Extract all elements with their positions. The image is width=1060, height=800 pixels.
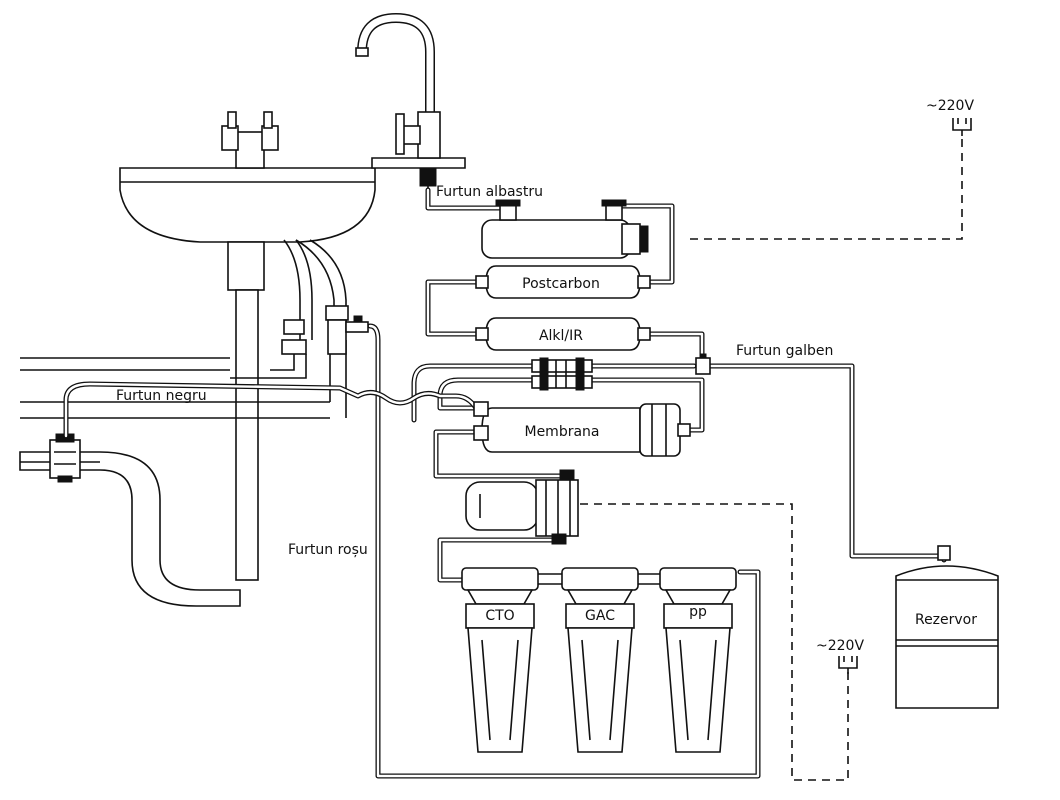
prefilter-pp: pp <box>659 567 737 753</box>
tubing <box>63 187 947 779</box>
plug-icon <box>952 118 972 136</box>
prefilter-cto: CTO <box>461 567 539 753</box>
postcarbon-label: Postcarbon <box>522 276 600 292</box>
mixer-faucet <box>219 24 279 169</box>
cto-label: CTO <box>485 608 514 624</box>
hose-yellow-label: Furtun galben <box>736 343 833 359</box>
drain-pipe <box>19 239 347 607</box>
alkl-ir-label: Alkl/IR <box>539 328 583 344</box>
power-label-bottom: ~220V <box>816 638 864 654</box>
gac-label: GAC <box>585 608 615 624</box>
hose-blue-label: Furtun albastru <box>436 184 543 200</box>
ro-faucet <box>355 12 466 208</box>
hose-red-label: Furtun roșu <box>288 542 368 558</box>
prefilter-connectors <box>538 573 660 585</box>
alkl-ir-filter: Alkl/IR <box>475 317 651 351</box>
membrane-housing: Membrana <box>473 401 691 457</box>
storage-tank: Rezervor <box>895 545 999 709</box>
pump-power-line <box>580 503 849 781</box>
postcarbon-filter: Postcarbon <box>475 265 651 299</box>
check-valve <box>531 357 593 391</box>
sink <box>119 167 376 243</box>
hose-black-label: Furtun negru <box>116 388 207 404</box>
tee-fitting <box>695 353 711 375</box>
uv-power-line <box>690 136 963 240</box>
power-label-top: ~220V <box>926 98 974 114</box>
plug-icon <box>838 656 858 674</box>
feed-valve <box>325 305 369 355</box>
booster-pump <box>465 469 579 545</box>
membrane-label: Membrana <box>524 424 599 440</box>
pp-label: pp <box>689 604 707 620</box>
prefilter-gac: GAC <box>561 567 639 753</box>
drain-saddle <box>49 433 81 483</box>
uv-lamp <box>481 199 649 259</box>
tank-label: Rezervor <box>915 612 977 628</box>
